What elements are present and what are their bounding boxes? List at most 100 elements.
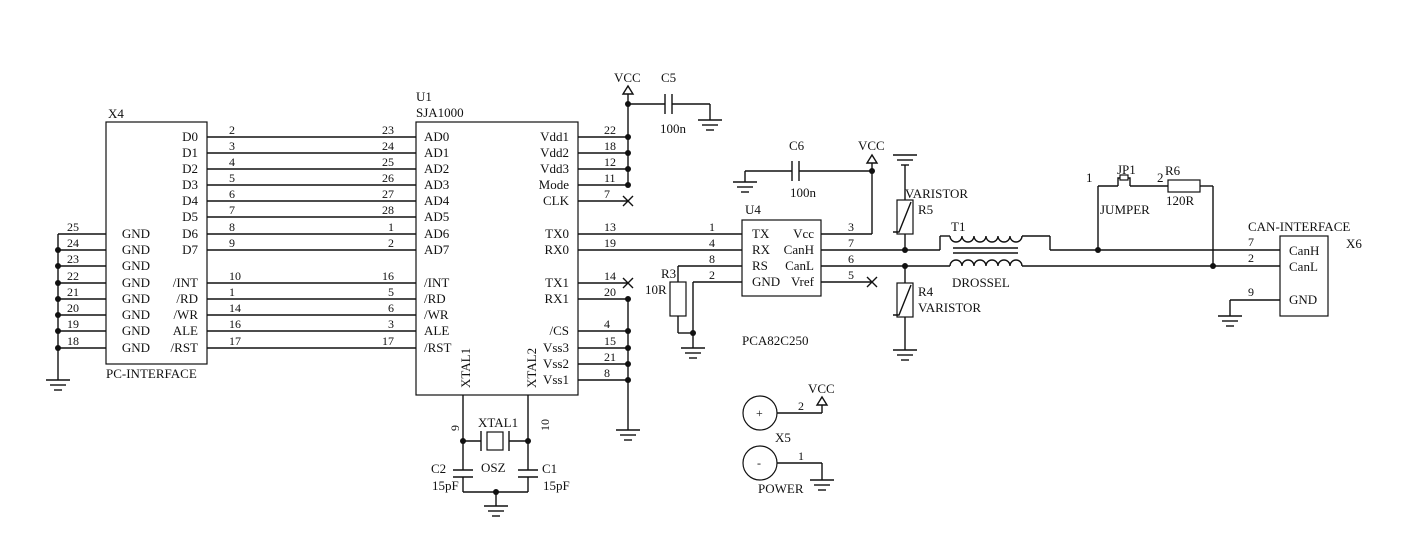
- ground-symbol: [893, 154, 917, 166]
- u4-pin-num: 2: [709, 268, 715, 282]
- u1-pin-num: 17: [382, 334, 394, 348]
- u1-pin-label: TX0: [545, 226, 569, 241]
- u4-pin-num: 6: [848, 252, 854, 266]
- r6-ref: R6: [1165, 163, 1181, 178]
- x5-minus-sign: -: [757, 456, 761, 470]
- x4-pin-num: 7: [229, 203, 235, 217]
- ground-symbol: [484, 505, 508, 517]
- x4-gnd-label: GND: [122, 226, 150, 241]
- u1-pin-num: 4: [604, 317, 610, 331]
- u1-pin-num: 16: [382, 269, 394, 283]
- u4-pin-num: 8: [709, 252, 715, 266]
- x6-pin-canl-label: CanL: [1289, 259, 1318, 274]
- r6-value: 120R: [1166, 193, 1195, 208]
- x4-ref: X4: [108, 106, 124, 121]
- u4-pin-num: 7: [848, 236, 854, 250]
- u1-name: SJA1000: [416, 105, 464, 120]
- c2-value: 15pF: [432, 478, 459, 493]
- u1-body: [415, 121, 579, 396]
- varistor-r4: R4 VARISTOR: [893, 266, 981, 361]
- varistor-r5: VARISTOR R5: [893, 154, 968, 250]
- u1-ref: U1: [416, 89, 432, 104]
- vcc-label-u4: VCC: [858, 138, 885, 153]
- u4-pin-label: Vcc: [793, 226, 814, 241]
- u1-xtal1-label: XTAL1: [458, 348, 473, 388]
- x4-pin-num: 17: [229, 334, 241, 348]
- u1-pin-num: 11: [604, 171, 616, 185]
- r5-value: VARISTOR: [905, 186, 968, 201]
- x4-pin-num: 9: [229, 236, 235, 250]
- connector-x5: + VCC 2 - 1 X5 POWER: [742, 381, 835, 496]
- r3-circuit: R3 10R: [645, 265, 742, 359]
- u1-pin-label: Vss1: [543, 372, 569, 387]
- u1-xtal2-num: 10: [538, 419, 552, 431]
- x4-pin-label: /RST: [171, 340, 199, 355]
- c5-ref: C5: [661, 70, 676, 85]
- r6-body: [1167, 179, 1201, 193]
- u1-pin-label: /CS: [549, 323, 569, 338]
- connector-x6: CAN-INTERFACE X6 CanH CanL GND 7 2 9: [1218, 219, 1362, 327]
- u1-pin-label: CLK: [543, 193, 570, 208]
- x4-pin-label: /RD: [176, 291, 198, 306]
- x6-ref: X6: [1346, 236, 1362, 251]
- x4-pin-num: 2: [229, 123, 235, 137]
- u1-pin-num: 12: [604, 155, 616, 169]
- u1-pin-num: 27: [382, 187, 394, 201]
- c2-ref: C2: [431, 461, 446, 476]
- u1-pin-label: TX1: [545, 275, 569, 290]
- xtal-body: [486, 431, 504, 451]
- u4-pin-num: 5: [848, 268, 854, 282]
- ground-symbol: [616, 429, 640, 441]
- u1-pin-num: 8: [604, 366, 610, 380]
- u1-pin-label: /WR: [424, 307, 449, 322]
- x4-gnd-label: GND: [122, 258, 150, 273]
- x4-pin-label: D7: [182, 242, 198, 257]
- u1-pin-num: 3: [388, 317, 394, 331]
- jp1-value: JUMPER: [1100, 202, 1150, 217]
- u1-pin-label: /INT: [424, 275, 449, 290]
- u1-pin-label: AD0: [424, 129, 449, 144]
- u1-xtal1-num: 9: [448, 425, 462, 431]
- u4-name: PCA82C250: [742, 333, 808, 348]
- u4-pin-num: 4: [709, 236, 715, 250]
- x5-plus-sign: +: [756, 406, 763, 420]
- u1-pin-num: 18: [604, 139, 616, 153]
- x4-name: PC-INTERFACE: [106, 366, 197, 381]
- vcc-arrow-x5: [815, 395, 829, 406]
- vcc-label-x5: VCC: [808, 381, 835, 396]
- x6-pin-gnd-num: 9: [1248, 285, 1254, 299]
- x4-pin-num: 8: [229, 220, 235, 234]
- x4-gnd-num: 25: [67, 220, 79, 234]
- u1-pin-label: Vss3: [543, 340, 569, 355]
- u1-pin-label: Mode: [539, 177, 570, 192]
- t1-ref: T1: [951, 219, 965, 234]
- u1-pin-label: AD4: [424, 193, 450, 208]
- u1-pin-num: 5: [388, 285, 394, 299]
- jp1-ref: JP1: [1117, 162, 1136, 177]
- x4-pin-num: 6: [229, 187, 235, 201]
- u1-pin-num: 26: [382, 171, 394, 185]
- ground-symbol: [681, 347, 705, 359]
- c1-ref: C1: [542, 461, 557, 476]
- x4-gnd-label: GND: [122, 242, 150, 257]
- u1-pin-label: AD7: [424, 242, 450, 257]
- jp1-pin1: 1: [1086, 170, 1093, 185]
- u1-xtal2-label: XTAL2: [524, 348, 539, 388]
- c1-value: 15pF: [543, 478, 570, 493]
- ground-symbol: [733, 181, 757, 193]
- x4-pin-num: 14: [229, 301, 241, 315]
- x4-gnd-num: 19: [67, 317, 79, 331]
- x4-gnd-num: 18: [67, 334, 79, 348]
- u1-pin-num: 28: [382, 203, 394, 217]
- x4-pin-label: D0: [182, 129, 198, 144]
- x4-pin-num: 1: [229, 285, 235, 299]
- u4-pin-label: CanH: [784, 242, 814, 257]
- x4-gnd-label: GND: [122, 323, 150, 338]
- x4-pin-label: ALE: [173, 323, 198, 338]
- u4-ref: U4: [745, 202, 761, 217]
- x6-pin-canl-num: 2: [1248, 251, 1254, 265]
